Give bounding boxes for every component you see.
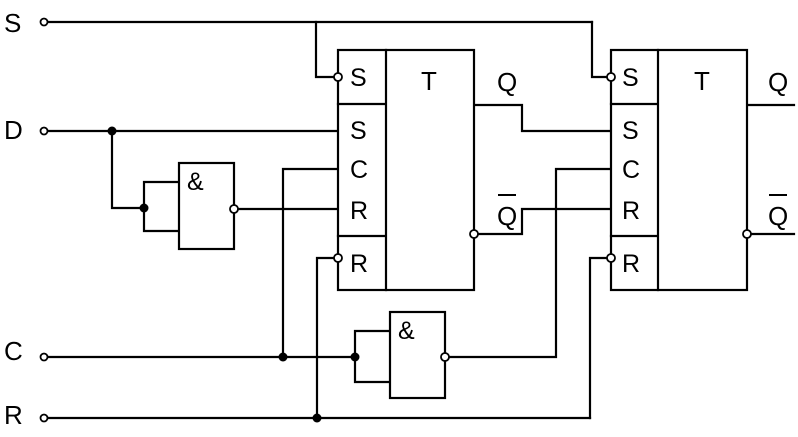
ff2-pin-r-async: R xyxy=(622,250,640,278)
wire-ff1-q xyxy=(472,103,613,133)
ff1-pin-s: S xyxy=(350,117,367,145)
ff1-pin-s-async: S xyxy=(350,64,367,92)
input-label-c: C xyxy=(4,336,23,366)
ff1-pin-c: C xyxy=(350,156,368,184)
and-gate-2: & xyxy=(388,310,450,400)
ff1-output-q: Q xyxy=(497,67,517,97)
junction-gate2-input xyxy=(350,352,360,362)
ff2-pin-s-async: S xyxy=(622,64,639,92)
and-gate-1-body xyxy=(177,161,236,251)
ff2-pin-s: S xyxy=(622,117,639,145)
flip-flop-1: S S C R R T Q Q xyxy=(333,48,517,292)
input-label-d: D xyxy=(4,115,23,145)
input-label-r: R xyxy=(4,400,23,430)
ff2-r-async-inverter xyxy=(606,253,616,263)
wire-r-to-ff2 xyxy=(588,256,608,420)
and-gate-1-symbol: & xyxy=(187,168,204,196)
junction-gate1-input xyxy=(139,203,149,213)
ff2-pin-c: C xyxy=(622,156,640,184)
terminal-s xyxy=(39,17,49,27)
ff1-pin-r: R xyxy=(350,197,368,225)
wire-s-to-ff1 xyxy=(314,20,336,79)
wire-s-to-ff2 xyxy=(590,20,608,79)
wire-c-to-ff1 xyxy=(281,167,340,359)
terminal-d xyxy=(39,126,49,136)
terminal-c xyxy=(39,352,49,362)
ff2-title: T xyxy=(694,66,710,96)
junction-r xyxy=(312,413,322,423)
junction-c xyxy=(278,352,288,362)
input-terminals xyxy=(39,17,49,423)
ff2-qbar-inverter xyxy=(742,229,752,239)
wire-ff1-qbar xyxy=(476,207,613,236)
junction-d xyxy=(107,126,117,136)
terminal-r xyxy=(39,413,49,423)
input-label-s: S xyxy=(4,8,21,38)
ff2-pin-r: R xyxy=(622,197,640,225)
wires xyxy=(42,20,796,420)
junctions xyxy=(107,126,360,423)
wire-r-to-ff1 xyxy=(315,256,336,420)
ff2-s-async-inverter xyxy=(606,72,616,82)
wire-gate2-inputs xyxy=(353,329,392,384)
ff1-qbar-inverter xyxy=(469,229,479,239)
ff1-output-qbar: Q xyxy=(497,201,517,231)
and-gate-2-body xyxy=(388,310,447,400)
ff2-body xyxy=(609,48,749,292)
and-gate-2-inverter xyxy=(440,352,450,362)
wire-d-to-gate1 xyxy=(110,129,146,210)
ff2-pin-column xyxy=(609,48,660,292)
ff1-pin-column xyxy=(336,48,388,292)
wire-gate1-inputs xyxy=(142,180,181,233)
ff1-title: T xyxy=(421,66,437,96)
and-gate-2-symbol: & xyxy=(398,317,415,345)
flip-flop-2: S S C R R T Q Q xyxy=(606,48,788,292)
wire-gate2-out xyxy=(447,167,613,359)
and-gate-1-inverter xyxy=(229,204,239,214)
ff1-pin-r-async: R xyxy=(350,250,368,278)
ff1-r-async-inverter xyxy=(333,253,343,263)
ff1-body xyxy=(336,48,476,292)
and-gate-1: & xyxy=(177,161,239,251)
ff2-output-qbar: Q xyxy=(768,201,788,231)
ff1-s-async-inverter xyxy=(333,72,343,82)
ff2-output-q: Q xyxy=(768,67,788,97)
